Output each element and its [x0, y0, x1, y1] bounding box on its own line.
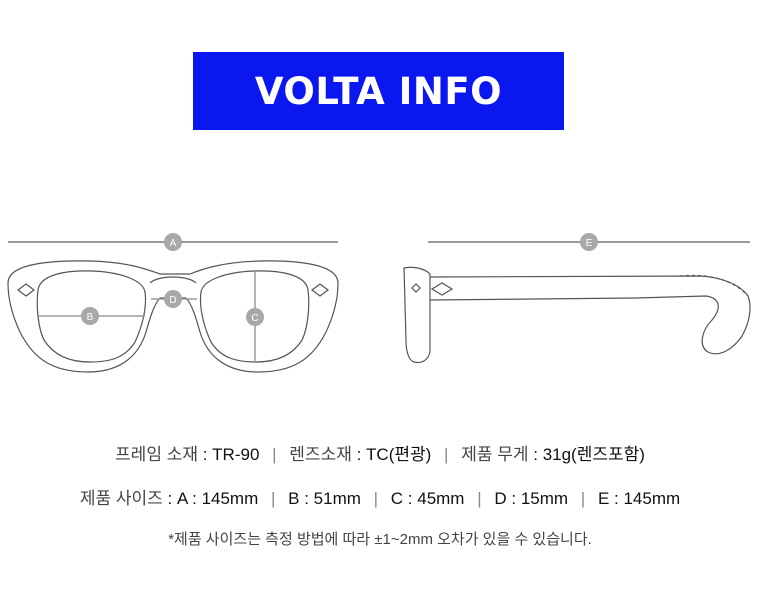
- banner-title: VOLTA INFO: [254, 69, 503, 113]
- side-view: [403, 266, 751, 364]
- front-frame-outline: [7, 260, 339, 373]
- size-c: C : 45mm: [390, 489, 465, 508]
- marker-b-label: B: [87, 312, 94, 323]
- measurement-note: *제품 사이즈는 측정 방법에 따라 ±1~2mm 오차가 있을 수 있습니다.: [168, 531, 592, 548]
- size-e: E : 145mm: [597, 489, 681, 508]
- side-rivet: [430, 282, 454, 296]
- marker-c-label: C: [251, 313, 258, 324]
- separator: |: [373, 489, 379, 508]
- side-temple-arm: [429, 275, 751, 355]
- right-rivet: [311, 283, 329, 297]
- left-rivet: [17, 283, 35, 297]
- marker-a-label: A: [170, 238, 177, 249]
- side-hinge-mark: [411, 283, 421, 293]
- marker-d: [164, 290, 182, 308]
- marker-d-label: D: [169, 295, 176, 306]
- material-spec-line: 프레임 소재 : TR-90 | 렌즈소재 : TC(편광) | 제품 무게 :…: [0, 440, 760, 465]
- size-d: D : 15mm: [494, 489, 569, 508]
- size-label: 제품 사이즈: [79, 489, 163, 508]
- bridge-outline: [149, 276, 197, 284]
- lens-material-value: : TC(편광): [356, 445, 432, 464]
- frame-material-label: 프레임 소재: [115, 445, 198, 464]
- size-spec-line: 제품 사이즈 : A : 145mm | B : 51mm | C : 45mm…: [0, 484, 760, 509]
- separator: |: [580, 489, 586, 508]
- marker-c: [246, 308, 264, 326]
- left-lens-outline: [36, 270, 147, 363]
- marker-a: [164, 233, 182, 251]
- weight-label: 제품 무게: [461, 445, 529, 464]
- side-temple-tip-hidden: [679, 274, 749, 297]
- marker-e: [580, 233, 598, 251]
- lens-material-label: 렌즈소재: [289, 445, 352, 464]
- marker-e-label: E: [586, 238, 593, 249]
- weight-value: : 31g(렌즈포함): [533, 445, 645, 464]
- right-lens-outline: [199, 270, 310, 363]
- frame-material-value: : TR-90: [202, 445, 260, 464]
- marker-b: [81, 307, 99, 325]
- separator: |: [270, 489, 276, 508]
- size-b: B : 51mm: [288, 489, 361, 508]
- separator: |: [444, 445, 449, 464]
- size-a: : A : 145mm: [167, 489, 259, 508]
- title-banner: VOLTA INFO: [193, 52, 564, 130]
- separator: |: [272, 445, 277, 464]
- front-view: [7, 260, 339, 373]
- separator: |: [477, 489, 482, 508]
- side-frame-front: [403, 266, 431, 364]
